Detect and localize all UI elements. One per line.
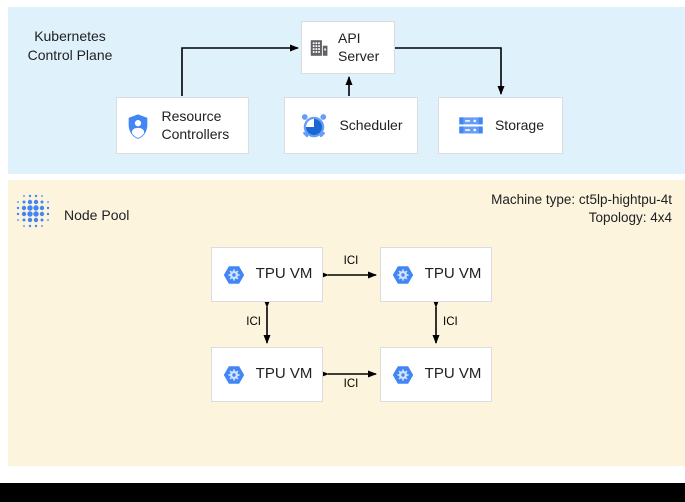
- control-plane-title: Kubernetes Control Plane: [27, 28, 113, 63]
- ici-label-left: ICI: [246, 316, 261, 328]
- tpu-vm-label: TPU VM: [255, 265, 313, 283]
- ici-label-top: ICI: [343, 255, 359, 267]
- tpu-vm-label: TPU VM: [424, 265, 482, 283]
- ici-label-bottom: ICI: [343, 378, 359, 390]
- topology-text: Topology: 4x4: [588, 210, 672, 226]
- tpu-vm-node-bottom-right: TPU VM: [380, 347, 492, 402]
- storage-disks-icon: [457, 112, 485, 140]
- gke-hexagon-gear-icon: [222, 263, 246, 287]
- gke-hexagon-gear-icon: [222, 363, 246, 387]
- scheduler-label: Scheduler: [339, 116, 403, 133]
- node-pool-section: [8, 180, 685, 466]
- tpu-vm-node-top-left: TPU VM: [211, 247, 323, 302]
- node-pool-title: Node Pool: [64, 207, 130, 223]
- tpu-vm-label: TPU VM: [424, 365, 482, 383]
- tpu-vm-node-top-right: TPU VM: [380, 247, 492, 302]
- shield-user-icon: [124, 112, 152, 140]
- resource-controllers-node: Resource Controllers: [116, 97, 249, 154]
- alarm-clock-icon: [299, 111, 329, 141]
- machine-type-text: Machine type: ct5lp-hightpu-4t: [491, 192, 672, 207]
- ici-label-right: ICI: [443, 316, 458, 328]
- tpu-vm-node-bottom-left: TPU VM: [211, 347, 323, 402]
- storage-node: Storage: [438, 97, 563, 154]
- node-pool-dots-icon: [15, 193, 51, 229]
- building-icon: [308, 37, 330, 59]
- storage-label: Storage: [494, 116, 545, 133]
- tpu-vm-label: TPU VM: [255, 365, 313, 383]
- bottom-bar: [0, 483, 685, 502]
- api-server-node: API Server: [301, 21, 395, 74]
- gke-hexagon-gear-icon: [391, 263, 415, 287]
- scheduler-node: Scheduler: [284, 97, 418, 154]
- api-server-label: API Server: [338, 30, 380, 64]
- resource-controllers-label: Resource Controllers: [161, 108, 230, 142]
- machine-info: Machine type: ct5lp-hightpu-4t Topology:…: [491, 191, 672, 227]
- gke-hexagon-gear-icon: [391, 363, 415, 387]
